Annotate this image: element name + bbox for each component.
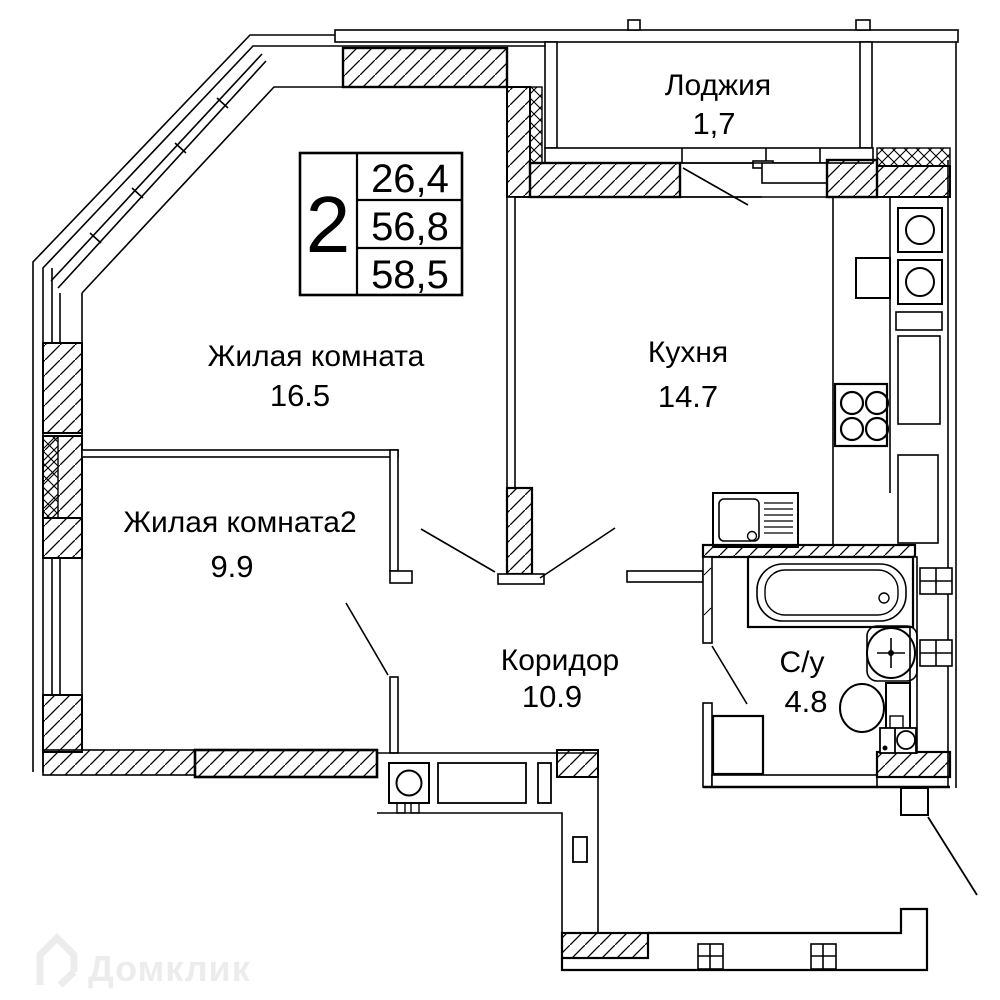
toilet (839, 682, 911, 733)
hallway-structure (376, 749, 978, 972)
appliance-with-circle (897, 207, 943, 305)
wall-ties (919, 567, 953, 667)
label-living-room-2: Жилая комната2 (123, 506, 356, 539)
hall-cabinet (437, 762, 527, 804)
room-labels: Лоджия 1,7 Жилая комната 16.5 Жилая комн… (123, 69, 827, 719)
area-bathroom: 4.8 (784, 684, 827, 719)
label-living-room-1: Жилая комната (208, 340, 425, 373)
wash-basin (866, 625, 918, 682)
washing-machine (388, 762, 430, 814)
left-wall-piers (42, 342, 83, 753)
label-corridor: Коридор (501, 644, 619, 677)
corridor-cross-marks (697, 943, 837, 970)
stat-box: 2 26,4 56,8 58,5 (298, 151, 464, 297)
bottom-wall (42, 748, 379, 779)
kitchen-sink (712, 492, 799, 548)
area-living-room-1: 16.5 (270, 378, 330, 413)
area-loggia: 1,7 (692, 106, 735, 141)
entrance-door (900, 787, 978, 896)
kitchen-furniture (712, 197, 943, 548)
area-living-room-2: 9.9 (210, 549, 253, 584)
watermark: Домклик (36, 933, 251, 989)
bathroom-fixtures (711, 555, 953, 776)
interior-walls (81, 196, 704, 754)
label-loggia: Лоджия (665, 69, 771, 102)
shaft-box (879, 727, 917, 754)
top-walls (341, 46, 948, 206)
bathtub (746, 555, 915, 629)
area-kitchen: 14.7 (658, 379, 718, 414)
stat-living-area: 26,4 (371, 157, 449, 201)
label-bathroom: С/у (780, 646, 825, 679)
area-corridor: 10.9 (522, 679, 582, 714)
stove-4-burner (833, 382, 890, 448)
house-icon (36, 933, 78, 988)
stat-total-area: 58,5 (371, 253, 449, 297)
label-kitchen: Кухня (648, 336, 728, 369)
bathroom-cabinet (711, 714, 765, 776)
stat-area-no-balcony: 56,8 (371, 205, 449, 249)
watermark-text: Домклик (88, 948, 251, 989)
stat-rooms-count: 2 (306, 180, 351, 269)
